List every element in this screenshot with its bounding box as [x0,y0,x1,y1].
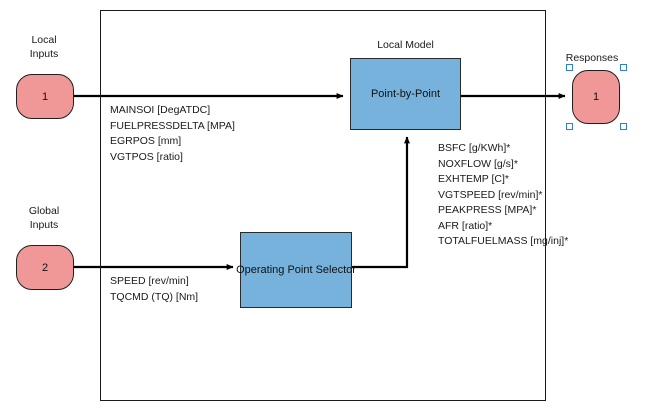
selection-handle-bottom-left[interactable] [566,123,573,130]
global-input-signal: SPEED [rev/min] [110,275,189,287]
local-inputs-signal-list: MAINSOI [DegATDC] FUELPRESSDELTA [MPA] E… [110,103,235,165]
selection-handle-bottom-right[interactable] [620,123,627,130]
global-inputs-caption-line1: Global [28,205,60,217]
local-inputs-caption-line2: Inputs [29,48,59,60]
local-model-title: Local Model [377,39,434,51]
block-point-by-point-label: Point-by-Point [370,88,441,100]
subsystem-frame [100,10,546,401]
port-local-inputs-number: 1 [41,90,49,103]
block-operating-point-selector-label: Operating Point Selector [236,264,356,276]
selection-handle-top-left[interactable] [566,64,573,71]
port-global-inputs-number: 2 [41,261,49,274]
response-signal: EXHTEMP [C]* [438,173,509,185]
response-signal: TOTALFUELMASS [mg/inj]* [438,235,569,247]
local-inputs-caption: Local Inputs [13,33,75,61]
response-signal: BSFC [g/KWh]* [438,142,511,154]
responses-caption: Responses [565,52,619,64]
local-input-signal: MAINSOI [DegATDC] [110,104,211,116]
global-inputs-caption-line2: Inputs [29,219,59,231]
response-signal: PEAKPRESS [MPA]* [438,204,537,216]
port-responses-number: 1 [592,91,600,103]
local-input-signal: EGRPOS [mm] [110,135,182,147]
block-operating-point-selector[interactable]: Operating Point Selector [236,232,356,308]
global-inputs-caption: Global Inputs [13,204,75,232]
local-input-signal: VGTPOS [ratio] [110,150,183,163]
response-signal: VGTSPEED [rev/min]* [438,188,543,201]
local-input-signal: FUELPRESSDELTA [MPA] [110,119,235,132]
responses-signal-list: BSFC [g/KWh]* NOXFLOW [g/s]* EXHTEMP [C]… [438,141,568,250]
port-local-inputs[interactable]: 1 [16,74,74,119]
global-inputs-signal-list: SPEED [rev/min] TQCMD (TQ) [Nm] [110,274,198,305]
port-responses[interactable]: 1 [572,70,620,124]
selection-handle-top-right[interactable] [620,64,627,71]
response-signal: NOXFLOW [g/s]* [438,157,518,170]
block-point-by-point[interactable]: Point-by-Point [350,58,461,130]
local-inputs-caption-line1: Local [31,34,57,46]
response-signal: AFR [ratio]* [438,219,493,232]
global-input-signal: TQCMD (TQ) [Nm] [110,290,199,303]
port-global-inputs[interactable]: 2 [16,245,74,290]
